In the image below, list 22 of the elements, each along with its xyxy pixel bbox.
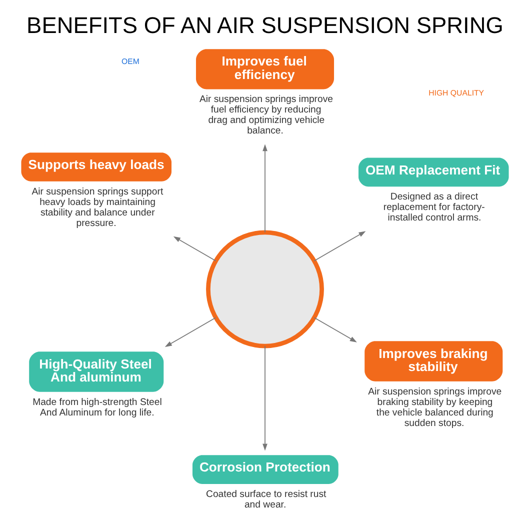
label: HIGH QUALITY: [428, 88, 484, 98]
node-box: High-Quality Steel And aluminum: [29, 352, 164, 392]
node-label: Air suspension springs improve fuel efficiency by reducing drag and optimizing vehicle balance.: [199, 94, 334, 137]
diagram-title: BENEFITS OF AN AIR SUSPENSION SPRING: [26, 12, 504, 38]
arrow: [314, 231, 366, 262]
node-label: Air suspension springs support heavy loads by maintaining stability and balance under pressure.: [32, 186, 164, 229]
arrow: [164, 317, 216, 348]
node-box: Improves braking stability: [364, 341, 503, 382]
arrow: [173, 236, 216, 262]
arrow: [314, 317, 357, 342]
node-box: Improves fuel efficiency: [196, 49, 334, 90]
node-circle: [206, 230, 324, 348]
node-box: Corrosion Protection: [192, 455, 338, 484]
arrow: [262, 346, 268, 451]
label: OEM: [122, 57, 140, 66]
node-box: OEM Replacement Fit: [358, 158, 509, 187]
node-label: Made from high-strength Steel And Aluminum for long life.: [32, 396, 162, 418]
node-label: Coated surface to resist rust and wear.: [206, 488, 326, 510]
arrow: [262, 144, 268, 233]
node-label: Air suspension springs improve braking stability by keeping the vehicle balanced during sudden stops.: [368, 386, 502, 429]
node-label: Designed as a direct replacement for factory-installed control arms.: [383, 192, 485, 224]
node-box: Supports heavy loads: [21, 152, 172, 182]
